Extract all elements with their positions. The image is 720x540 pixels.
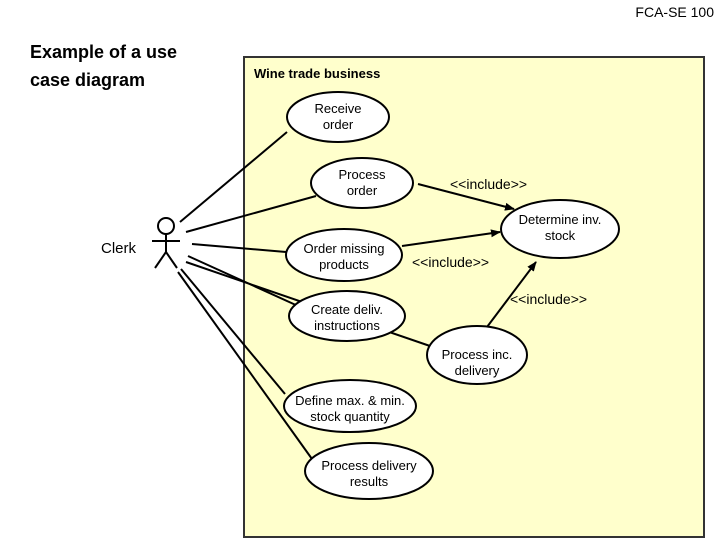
ellipse-receive-order [286,91,390,143]
ellipse-define-max-min-stock [283,379,417,433]
ellipse-determine-inv-stock [500,199,620,259]
include-label-1: <<include>> [450,176,528,192]
assoc-process-results [177,271,313,460]
use-case-receive-order: Receive order [314,101,362,132]
stick-figure-icon [152,217,180,269]
assoc-define-max-min [180,268,286,395]
system-title: Wine trade business [254,66,381,81]
ellipse-process-order [310,157,414,209]
include-label-2: <<include>> [412,254,490,270]
include-arrow-2 [401,229,501,247]
ellipse-order-missing-products [285,228,403,282]
use-case-order-missing-products: Order missing products [303,241,385,272]
ellipse-create-deliv-instructions [288,290,406,342]
use-case-process-delivery-results: Process delivery results [321,458,417,489]
actor-clerk: Clerk [101,240,137,257]
use-case-ellipses [283,91,620,500]
include-arrow-3 [486,261,537,328]
use-case-define-max-min-stock: Define max. & min. stock quantity [295,393,405,424]
assoc-process-order [185,195,317,233]
ellipse-process-inc-delivery [426,325,528,385]
use-case-determine-inv-stock: Determine inv. stock [518,212,602,243]
use-case-process-order: Process order [338,167,386,198]
ellipse-process-delivery-results [304,442,434,500]
page-title: Example of a use case diagram [30,38,177,94]
include-arrows [401,183,537,328]
slide-number: FCA-SE 100 [635,4,714,20]
use-case-process-inc-delivery: Process inc. delivery [441,347,513,378]
use-case-create-deliv-instructions: Create deliv. instructions [310,302,383,333]
assoc-order-missing [191,243,287,253]
page-title-line-2: case diagram [30,70,146,90]
include-arrow-1 [417,183,515,211]
page-title-line-1: Example of a use [30,42,178,62]
assoc-receive-order [179,131,288,223]
include-label-3: <<include>> [510,291,588,307]
